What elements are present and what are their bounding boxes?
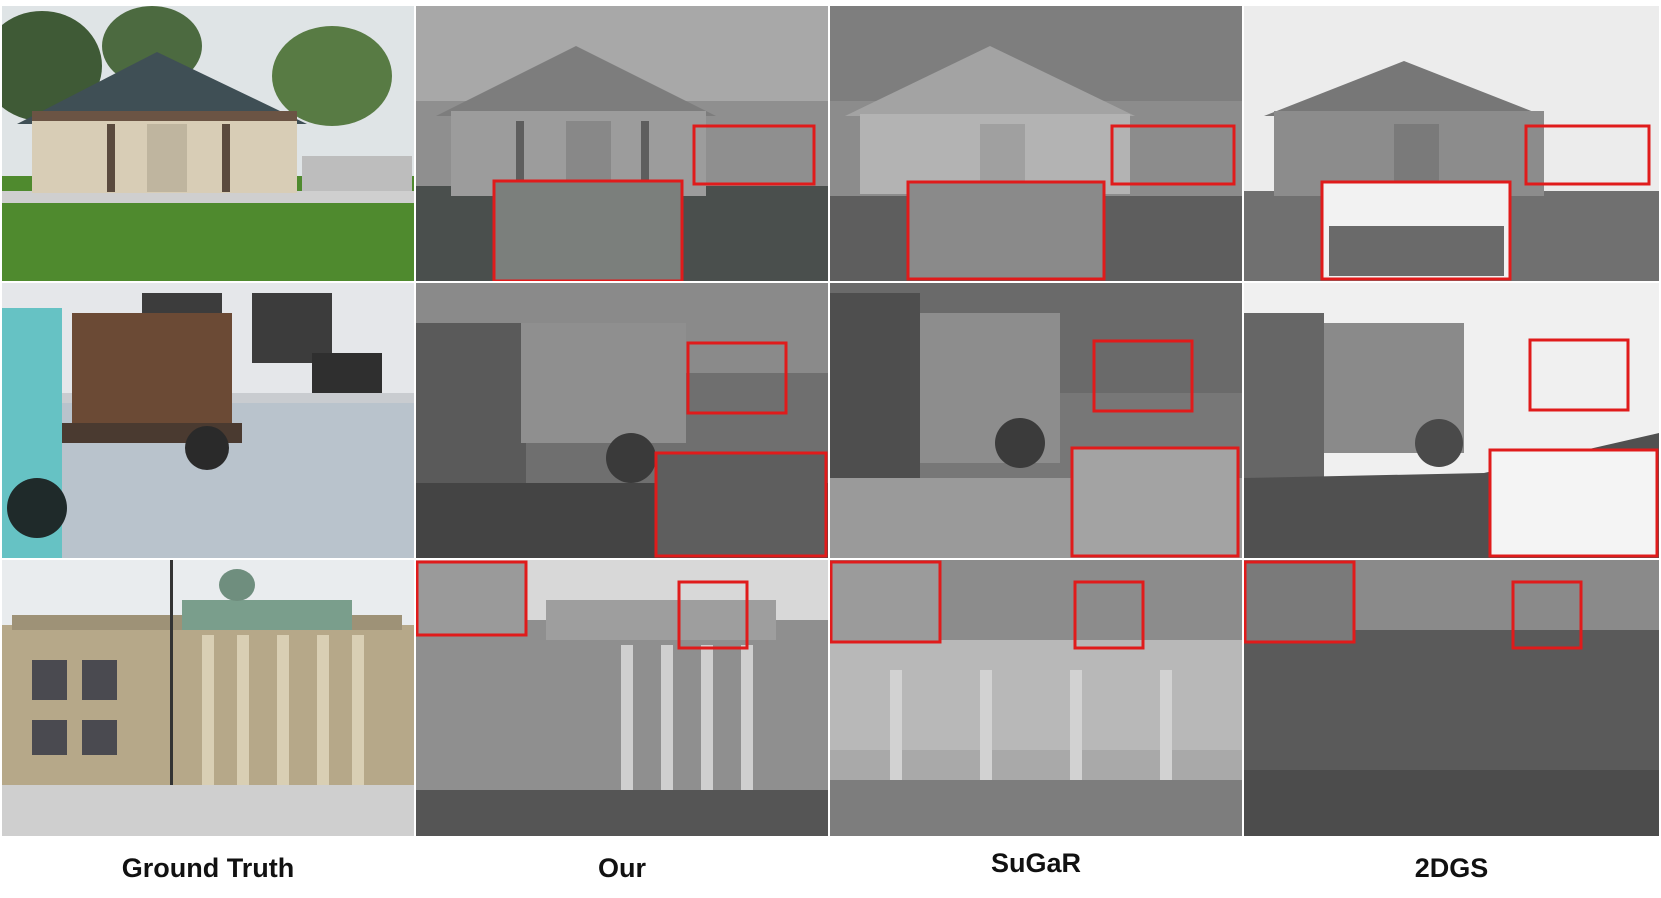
column-label-ground-truth: Ground Truth [121,853,295,883]
highlight-box [1524,124,1651,186]
zoom-inset [654,451,828,558]
zoom-inset [492,179,684,281]
highlight-box [1073,580,1145,650]
our-courthouse-render [416,560,828,836]
column-label-sugar: SuGaR [990,848,1082,878]
gt-courthouse-photo [2,560,414,836]
highlight-box [1528,338,1630,412]
zoom-inset [1244,560,1356,644]
sugar-courthouse-render [830,560,1242,836]
zoom-inset [1070,446,1240,558]
our-building-render [416,6,828,281]
2dgs-courthouse-render [1244,560,1659,836]
comparison-grid [2,6,1659,836]
our-truck-render [416,283,828,558]
highlight-box [1110,124,1236,186]
highlight-box [1092,339,1194,413]
highlight-box [686,341,788,415]
zoom-inset [416,560,528,637]
2dgs-building-render [1244,6,1659,281]
zoom-inset [1488,448,1659,558]
sugar-truck-render [830,283,1242,558]
highlight-box [677,580,749,650]
highlight-box [692,124,816,186]
sugar-building-render [830,6,1242,281]
gt-truck-photo [2,283,414,558]
2dgs-truck-render [1244,283,1659,558]
zoom-inset [830,560,942,644]
highlight-box [1511,580,1583,650]
column-label-2dgs: 2DGS [1414,853,1489,883]
column-label-our: Our [597,853,646,883]
gt-building-photo [2,6,414,281]
zoom-inset [906,180,1106,281]
